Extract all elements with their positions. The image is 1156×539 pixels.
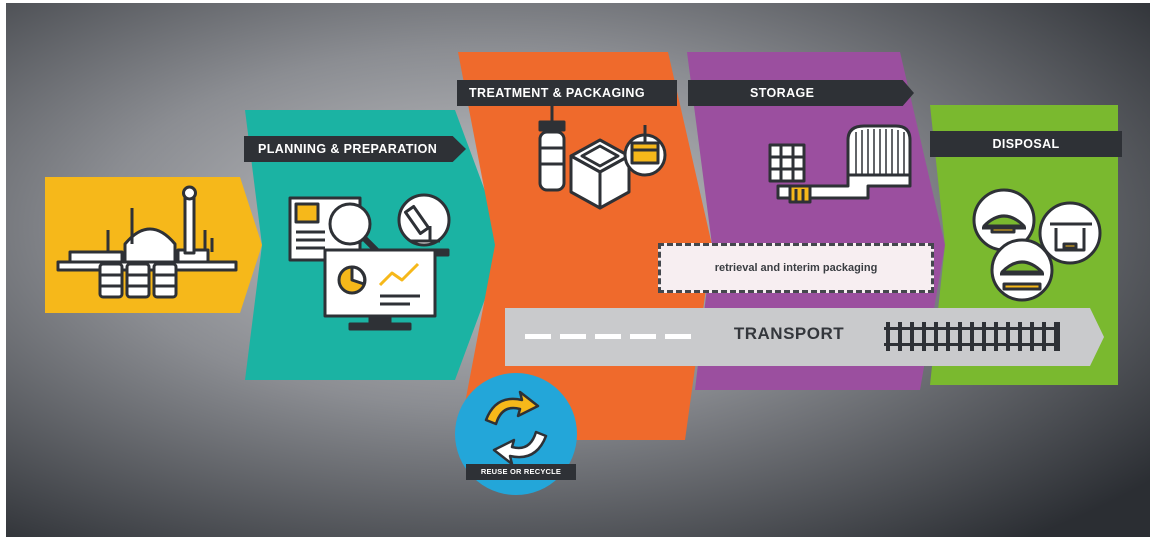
stage-label-disposal: DISPOSAL bbox=[930, 131, 1122, 157]
crane-canister-icon bbox=[538, 103, 566, 192]
stage-label-treatment: TREATMENT & PACKAGING bbox=[457, 80, 677, 106]
stage-label-planning: PLANNING & PREPARATION bbox=[244, 136, 466, 162]
recycle-arrows-icon bbox=[484, 390, 548, 466]
retrieval-box: retrieval and interim packaging bbox=[658, 243, 934, 293]
dashed-road-icon bbox=[525, 334, 691, 339]
package-icon bbox=[623, 125, 667, 177]
transport-bar bbox=[505, 308, 1104, 366]
storage-facility-icon bbox=[768, 124, 912, 204]
retrieval-label: retrieval and interim packaging bbox=[714, 262, 878, 274]
nuclear-plant-icon bbox=[56, 185, 238, 299]
transport-label: TRANSPORT bbox=[733, 324, 845, 343]
monitor-chart-icon bbox=[323, 248, 437, 331]
concrete-container-icon bbox=[569, 138, 631, 210]
reuse-label: REUSE OR RECYCLE bbox=[466, 464, 576, 480]
stage-label-storage: STORAGE bbox=[688, 80, 914, 106]
microscope-icon bbox=[397, 193, 451, 257]
document-search-icon bbox=[288, 196, 381, 262]
railway-track-icon bbox=[884, 322, 1060, 351]
repository-tunnel-icons bbox=[972, 188, 1102, 302]
